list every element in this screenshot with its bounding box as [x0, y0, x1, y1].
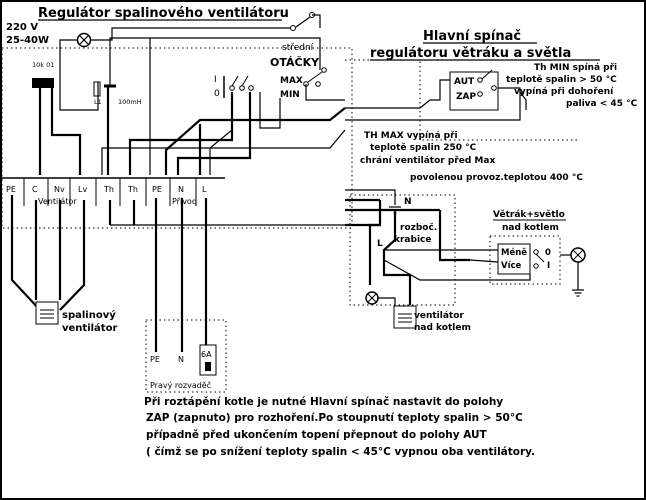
note-line-2: ZAP (zapnuto) pro rozhoření.Po stoupnutí… [146, 412, 523, 424]
kettle-fan-icon [393, 305, 417, 329]
speed-title: OTÁČKY [270, 56, 320, 69]
note-line-1: Při roztápění kotle je nutné Hlavní spín… [144, 396, 503, 408]
top-switch-icon [290, 12, 315, 31]
switchboard-pe: PE [150, 355, 160, 364]
label-privod: Přívod [172, 197, 197, 206]
io-switch-icon [223, 75, 254, 98]
switch-0-label: 0 [214, 89, 220, 99]
svg-text:vypíná při dohoření: vypíná při dohoření [514, 87, 614, 97]
terminal-lv: Lv [78, 185, 87, 194]
bottom-note: Při roztápění kotle je nutné Hlavní spín… [144, 396, 535, 458]
junction-box [349, 194, 456, 306]
svg-text:povolenou provoz.teplotou 400: povolenou provoz.teplotou 400 °C [410, 173, 583, 183]
fan-speed-box [497, 243, 531, 275]
kettle-fan-label2: nad kotlem [414, 323, 471, 333]
terminal-pe: PE [6, 185, 16, 194]
svg-text:paliva < 45 °C: paliva < 45 °C [566, 99, 638, 109]
fan-more-label: Více [501, 261, 522, 271]
terminal-pe2: PE [152, 185, 162, 194]
zap-label: ZAP [456, 92, 476, 102]
flue-fan-label1: spalinový [62, 309, 116, 321]
title: Regulátor spalinového ventilátoru [38, 6, 289, 21]
resistor [93, 81, 101, 97]
supply-voltage: 220 V [6, 22, 38, 33]
junction-n: N [404, 197, 412, 207]
fan-light-box [489, 235, 561, 285]
fuse-icon [199, 344, 217, 376]
pcb-part2: 100mH [118, 98, 142, 106]
label-ventilator: Ventilátor [38, 197, 77, 206]
terminal-l: L [202, 185, 207, 194]
th-min-note: Th MIN spíná při teplotě spalin > 50 °C … [506, 63, 638, 109]
flue-fan-label2: ventilátor [62, 322, 117, 334]
capacitor [32, 78, 54, 88]
terminal-nv: Nv [54, 185, 65, 194]
svg-text:TH MAX vypíná při: TH MAX vypíná při [364, 131, 458, 141]
switch-i-label: I [214, 75, 217, 85]
junction-lamp-icon [365, 291, 379, 305]
aut-label: AUT [454, 77, 475, 87]
svg-text:teplotě spalin > 50 °C: teplotě spalin > 50 °C [506, 74, 617, 85]
note-line-4: ( čímž se po snížení teploty spalin < 45… [146, 446, 535, 458]
switchboard-n: N [178, 355, 184, 364]
ground-icon [572, 289, 584, 297]
svg-text:chrání ventilátor před Max: chrání ventilátor před Max [360, 156, 495, 166]
supply-power: 25-40W [6, 35, 49, 46]
header-main-switch-sub: regulátoru větráku a světla [370, 46, 571, 61]
note-line-3: případně před ukončením topení přepnout … [146, 429, 488, 441]
fan-light-lamp-icon [570, 247, 586, 263]
terminal-th1: Th [103, 185, 114, 194]
th-max-note: TH MAX vypíná při teplotě spalin 250 °C … [360, 131, 583, 183]
ground-icon-junction [389, 206, 401, 214]
speed-min-label: MIN [280, 90, 300, 100]
svg-text:teplotě spalin 250 °C: teplotě spalin 250 °C [370, 142, 477, 153]
fuse-label: 6A [201, 350, 212, 359]
kettle-fan-label1: ventilátor [414, 311, 464, 321]
fan-light-title2: nad kotlem [502, 223, 559, 233]
terminal-c: C [32, 185, 38, 194]
header-main-switch: Hlavní spínač [423, 29, 521, 44]
aut-zap-switch-icon [477, 69, 497, 97]
speed-max-label: MAX [280, 76, 303, 86]
fan-light-title1: Větrák+světlo [493, 209, 565, 220]
junction-name1: rozboč. [400, 222, 437, 233]
switchboard-name: Pravý rozvaděč [150, 380, 211, 390]
fan-light-switch-icon [533, 249, 545, 269]
fan-less-label: Méně [501, 247, 527, 258]
flue-fan-icon [35, 301, 59, 325]
terminal-n: N [178, 185, 184, 194]
pcb-part1: 10k 01 [32, 61, 54, 69]
fan-light-0-label: 0 [545, 248, 551, 258]
fan-light-i-label: I [547, 261, 550, 271]
speed-switch-icon [303, 67, 327, 87]
lamp-icon [76, 32, 92, 48]
svg-text:Th MIN spíná při: Th MIN spíná při [534, 63, 617, 73]
aut-zap-box [449, 71, 499, 111]
junction-name2: krabice [394, 235, 431, 245]
speed-mid-label: střední [282, 43, 314, 53]
junction-l: L [377, 239, 383, 249]
terminal-labels: PE C Nv Lv Th Th PE N L [6, 185, 207, 194]
terminal-th2: Th [127, 185, 138, 194]
